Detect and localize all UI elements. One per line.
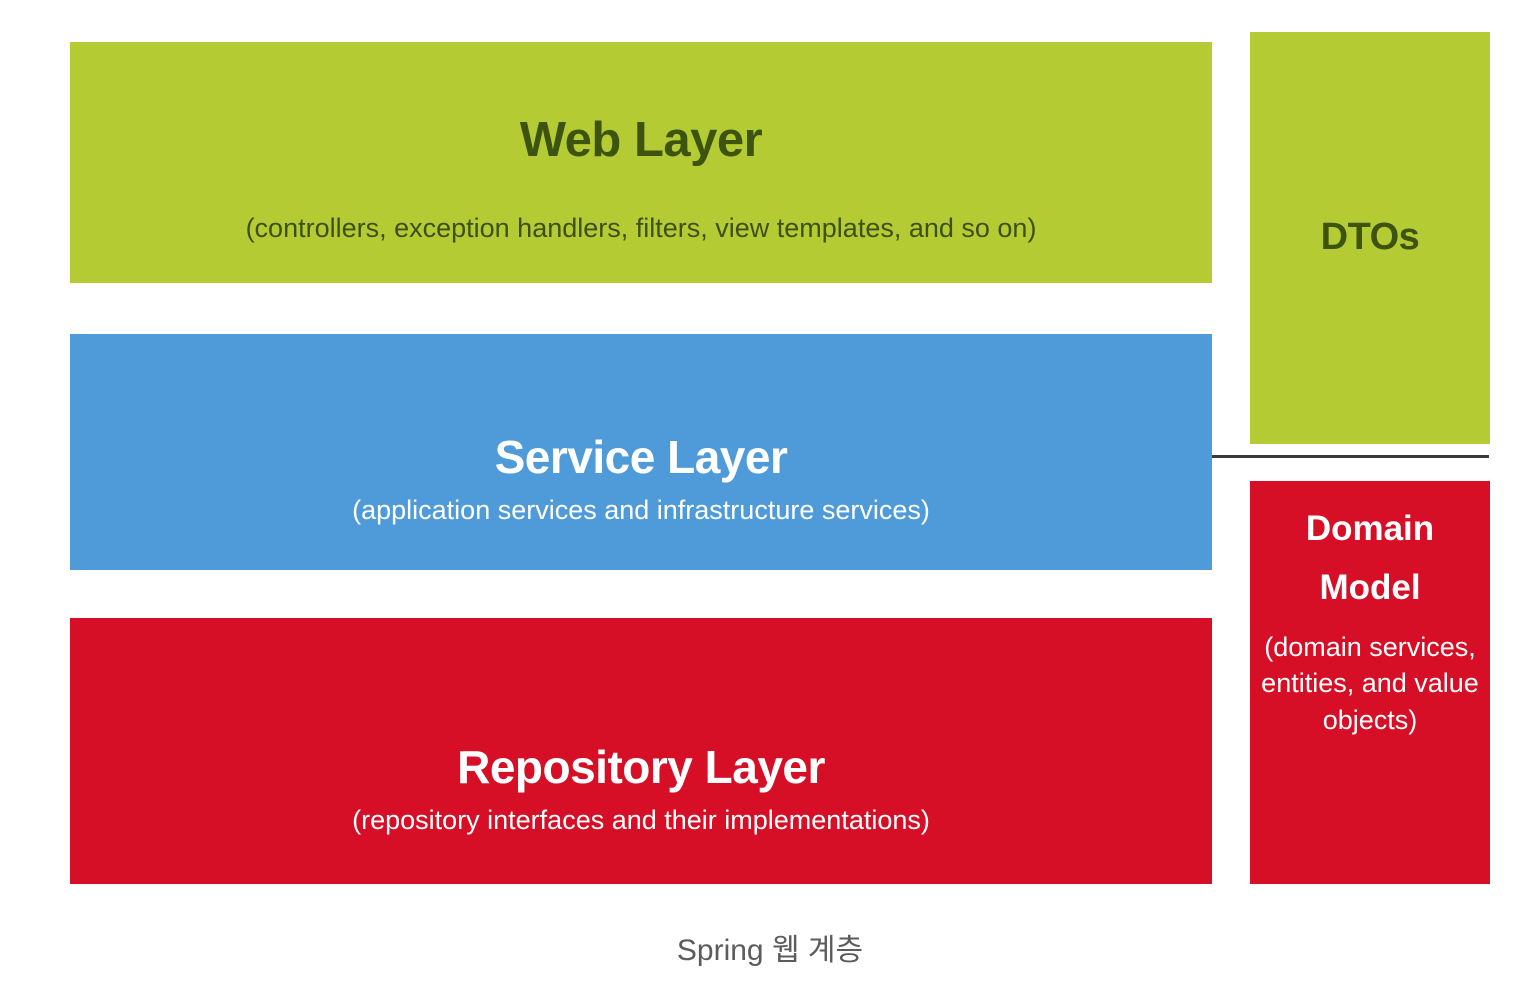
repository-layer-box: Repository Layer (repository interfaces … [70, 618, 1212, 884]
dtos-title: DTOs [1320, 216, 1420, 259]
dtos-box: DTOs [1250, 32, 1490, 444]
service-layer-title: Service Layer [494, 430, 788, 483]
web-layer-title: Web Layer [519, 112, 763, 167]
web-layer-box: Web Layer (controllers, exception handle… [70, 42, 1212, 283]
service-layer-box: Service Layer (application services and … [70, 334, 1212, 570]
service-layer-subtitle: (application services and infrastructure… [352, 495, 930, 526]
domain-model-title-line2: Model [1319, 568, 1421, 607]
domain-model-box: Domain Model (domain services, entities,… [1250, 481, 1490, 884]
repository-layer-title: Repository Layer [457, 740, 825, 793]
domain-model-subtitle: (domain services, entities, and value ob… [1261, 632, 1479, 735]
web-layer-subtitle: (controllers, exception handlers, filter… [245, 212, 1037, 243]
repository-layer-subtitle: (repository interfaces and their impleme… [352, 805, 930, 836]
horizontal-divider-line [1212, 455, 1489, 458]
domain-model-title-line1: Domain [1305, 509, 1435, 548]
diagram-caption: Spring 웹 계층 [676, 934, 864, 967]
